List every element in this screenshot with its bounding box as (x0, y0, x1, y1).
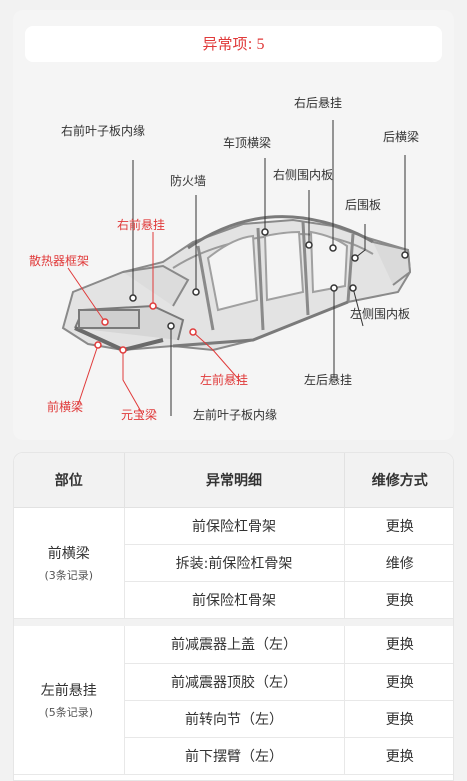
method-cell: 更换 (344, 663, 453, 701)
label-left-side-inner-panel: 左侧围内板 (350, 307, 411, 321)
table-row: 拆装:前保险杠骨架 维修 (14, 544, 453, 582)
header-part: 部位 (14, 453, 125, 508)
part-cell-left-front-strut: 左前悬挂 (5条记录) (14, 626, 125, 775)
callout-lines-red (67, 232, 242, 416)
method-cell: 更换 (344, 507, 453, 545)
callout-dots (129, 228, 409, 330)
table-row: 前下摆臂（左） 更换 (14, 737, 453, 775)
label-right-rear-strut: 右后悬挂 (294, 96, 343, 110)
method-cell: 维修 (344, 544, 453, 582)
label-right-front-fender-inner: 右前叶子板内缘 (61, 124, 146, 138)
label-rear-crossmember: 后横梁 (383, 130, 420, 144)
method-cell: 更换 (344, 700, 453, 738)
label-right-front-strut: 右前悬挂 (117, 218, 166, 232)
detail-cell: 拆装:前保险杠骨架 (124, 544, 345, 582)
label-front-crossmember: 前横梁 (47, 400, 84, 414)
table-row: 前转向节（左） 更换 (14, 700, 453, 738)
anomaly-count: 5 (256, 36, 265, 53)
body-structure-card: 异常项:5 (13, 10, 454, 440)
header-method: 维修方式 (344, 453, 453, 508)
car-body-diagram (61, 120, 412, 416)
record-count: (5条记录) (44, 705, 94, 719)
detail-cell: 前转向节（左） (124, 700, 345, 738)
anomaly-label: 异常项: (202, 35, 253, 53)
callout-lines (132, 120, 406, 416)
detail-cell: 前保险杠骨架 (124, 581, 345, 619)
table-row: 前保险杠骨架 更换 (14, 581, 453, 619)
method-cell: 更换 (344, 581, 453, 619)
record-count: (3条记录) (44, 568, 94, 582)
group-spacer (14, 618, 453, 626)
label-left-front-strut: 左前悬挂 (200, 373, 249, 387)
label-left-rear-strut: 左后悬挂 (304, 373, 353, 387)
method-cell: 更换 (344, 737, 453, 775)
detail-cell: 前减震器顶胶（左） (124, 663, 345, 701)
detail-cell: 前减震器上盖（左） (124, 626, 345, 664)
label-rear-panel: 后围板 (345, 198, 382, 212)
label-right-side-inner-panel: 右侧围内板 (273, 168, 334, 182)
detail-cell: 前保险杠骨架 (124, 507, 345, 545)
label-radiator-frame: 散热器框架 (29, 254, 90, 268)
table-row: 左前悬挂 (5条记录) 前减震器上盖（左） 更换 (14, 626, 453, 775)
table-row: 前横梁 (3条记录) 前保险杠骨架 更换 (14, 507, 453, 619)
callout-dots-red (94, 302, 197, 354)
label-left-front-fender-inner: 左前叶子板内缘 (193, 408, 278, 422)
anomaly-count-banner: 异常项:5 (25, 26, 442, 62)
label-firewall: 防火墙 (170, 174, 207, 188)
detail-cell: 前下摆臂（左） (124, 737, 345, 775)
part-cell-front-crossmember: 前横梁 (3条记录) (14, 507, 125, 619)
table-header-row: 部位 异常明细 维修方式 (14, 453, 453, 508)
car-frame-illustration (61, 215, 412, 353)
label-ingot-beam: 元宝梁 (121, 408, 158, 422)
part-name: 前横梁 (47, 545, 90, 562)
table-row: 前减震器顶胶（左） 更换 (14, 663, 453, 701)
method-cell: 更换 (344, 626, 453, 664)
label-roof-crossmember: 车顶横梁 (223, 136, 272, 150)
anomaly-detail-table: 部位 异常明细 维修方式 前横梁 (3条记录) 前保险杠骨架 更换 拆装:前保险… (13, 452, 454, 781)
header-detail: 异常明细 (124, 453, 345, 508)
part-name: 左前悬挂 (40, 682, 97, 699)
